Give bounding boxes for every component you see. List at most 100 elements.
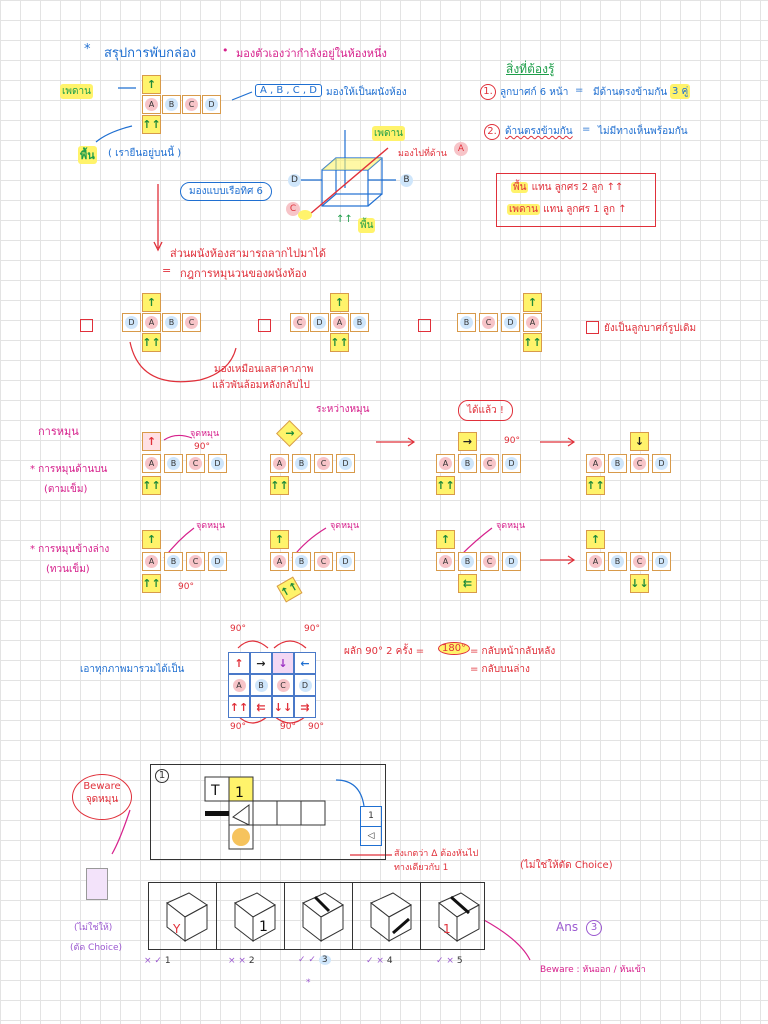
- net-cell: D: [336, 454, 355, 473]
- faces-note-text: มองให้เป็นผนังห้อง: [326, 87, 407, 98]
- up-arrow-icon: ↑: [146, 78, 157, 91]
- floor-note: ( เรายืนอยู่บนนี้ ): [108, 148, 182, 159]
- choice-cube-4: [370, 892, 412, 943]
- deg90-3: 90°: [178, 582, 194, 592]
- mini-net: 1 ◁: [360, 806, 382, 846]
- svg-text:1: 1: [235, 785, 244, 801]
- net-cell: B: [608, 552, 627, 571]
- svg-text:Y: Y: [172, 922, 181, 936]
- pivot-label-3: จุดหมุน: [330, 521, 360, 531]
- slide-eq: =: [162, 264, 172, 277]
- net-ceiling-cell: ↑: [523, 293, 542, 312]
- net-cell: ↑↑: [142, 574, 161, 593]
- choice-option-5[interactable]: 1: [421, 883, 488, 949]
- left-note-1: (ไม่ใช่ให้): [74, 923, 113, 933]
- net-cell: B: [458, 454, 477, 473]
- net-cell: C: [182, 313, 201, 332]
- net-cell: D: [502, 454, 521, 473]
- net-ceiling-cell: ↑: [142, 293, 161, 312]
- know-box-ceiling: เพดาน: [507, 204, 540, 215]
- combined-grid: ↑ → ↓ ← A B C D ↑↑ ⇇ ↓↓ ⇉: [228, 652, 316, 718]
- net-cell: ↓: [630, 432, 649, 451]
- example-num: 1: [155, 769, 169, 783]
- net-cell: A: [270, 454, 289, 473]
- net-cell: B: [608, 454, 627, 473]
- ceiling-label: เพดาน: [60, 84, 93, 99]
- page-subtitle: มองตัวเองว่ากำลังอยู่ในห้องหนึ่ง: [236, 47, 387, 60]
- net-cell: D: [208, 552, 227, 571]
- grid-deg-bottom-left: 90°: [230, 722, 246, 732]
- flip-result-2: = กลับบนล่าง: [470, 664, 530, 675]
- mini-net-one: 1: [361, 807, 381, 827]
- know-box-floor-text: แทน ลูกศร 2 ลูก: [531, 182, 604, 193]
- same-cube-note: ยังเป็นลูกบาศก์รูปเดิม: [604, 323, 697, 334]
- know-item2-b: ไม่มีทางเห็นพร้อมกัน: [598, 126, 688, 137]
- choice-cube-3: [302, 892, 344, 943]
- cube-look-face: A: [454, 142, 468, 156]
- net-floor-cell: ↑↑: [142, 333, 161, 352]
- choice-cube-2: 1: [234, 892, 276, 943]
- net-floor-cell: ↑↑: [523, 333, 542, 352]
- net-cell-c: C: [182, 95, 201, 114]
- net-cell: A: [586, 552, 605, 571]
- net-cell: ↑↑: [586, 476, 605, 495]
- cube-floor-arrows: ↑↑: [336, 214, 353, 225]
- know-item2-a: ด้านตรงข้ามกัน: [505, 126, 573, 137]
- know-item1-num: 1.: [480, 84, 496, 100]
- net-cell-b: B: [162, 95, 181, 114]
- net-cell: B: [162, 313, 181, 332]
- know-item2-eq: =: [582, 124, 591, 135]
- done-bubble: ได้แล้ว !: [458, 400, 513, 421]
- deg180-badge: 180°: [438, 642, 471, 655]
- choice-cube-1: Y: [166, 892, 208, 943]
- answer-label: Ans: [556, 920, 579, 934]
- net-cell: ↑↑: [270, 476, 289, 495]
- net-cell: C: [630, 552, 649, 571]
- cube-face-b: B: [400, 174, 413, 187]
- choice-option-3[interactable]: [285, 883, 353, 949]
- pivot-label-2: จุดหมุน: [196, 521, 226, 531]
- net-cell: C: [480, 454, 499, 473]
- net-cell: C: [479, 313, 498, 332]
- cube-face-c: C: [286, 202, 300, 216]
- flip-result-1: = กลับหน้ากลับหลัง: [470, 646, 556, 657]
- know-item2-num: 2.: [484, 124, 500, 140]
- net-cell: B: [292, 454, 311, 473]
- rotate-top-label: * การหมุนด้านบน: [30, 464, 108, 475]
- grid-deg-top-right: 90°: [304, 624, 320, 634]
- deg90-1: 90°: [194, 442, 210, 452]
- faces-note-letters: A , B , C , D: [255, 84, 322, 97]
- wrap-note-2: แล้วพันล้อมหลังกลับไป: [212, 380, 310, 391]
- check-box-3: [418, 319, 431, 332]
- net-cell: C: [186, 454, 205, 473]
- choice-option-2[interactable]: 1: [217, 883, 285, 949]
- flip-text: ผลัก 90° 2 ครั้ง =: [344, 646, 425, 657]
- svg-text:T: T: [210, 783, 220, 799]
- net-cell: ↑: [586, 530, 605, 549]
- check-box-4: [586, 321, 599, 334]
- choice-option-4[interactable]: [353, 883, 421, 949]
- note-line-2: ทางเดียวกับ 1: [394, 863, 449, 873]
- net-cell: ↑: [142, 432, 161, 451]
- rotate-bottom-label: * การหมุนข้างล่าง: [30, 544, 110, 555]
- net-cell: A: [330, 313, 349, 332]
- beware-text: Beware: [83, 781, 121, 792]
- grid-cell: ⇉: [294, 696, 316, 718]
- net-cell: →: [458, 432, 477, 451]
- grid-cell: ←: [294, 652, 316, 674]
- floor-label: พื้น: [78, 146, 97, 164]
- slide-line1: ส่วนผนังห้องสามารถลากไปมาได้: [170, 247, 327, 260]
- svg-text:1: 1: [259, 919, 268, 935]
- left-note-2: (ตัด Choice): [70, 943, 123, 953]
- net-cell: A: [142, 313, 161, 332]
- net-cell: A: [142, 454, 161, 473]
- net-cell: D: [502, 552, 521, 571]
- grid-cell: D: [294, 674, 316, 696]
- grid-cell: C: [272, 674, 294, 696]
- know-item1-c: 3 คู่: [670, 84, 691, 99]
- left-mini-net: [86, 868, 108, 900]
- choice-option-1[interactable]: Y: [149, 883, 217, 949]
- net-cell: ↓↓: [630, 574, 649, 593]
- rotate-top-sub: (ตามเข็ม): [44, 484, 88, 495]
